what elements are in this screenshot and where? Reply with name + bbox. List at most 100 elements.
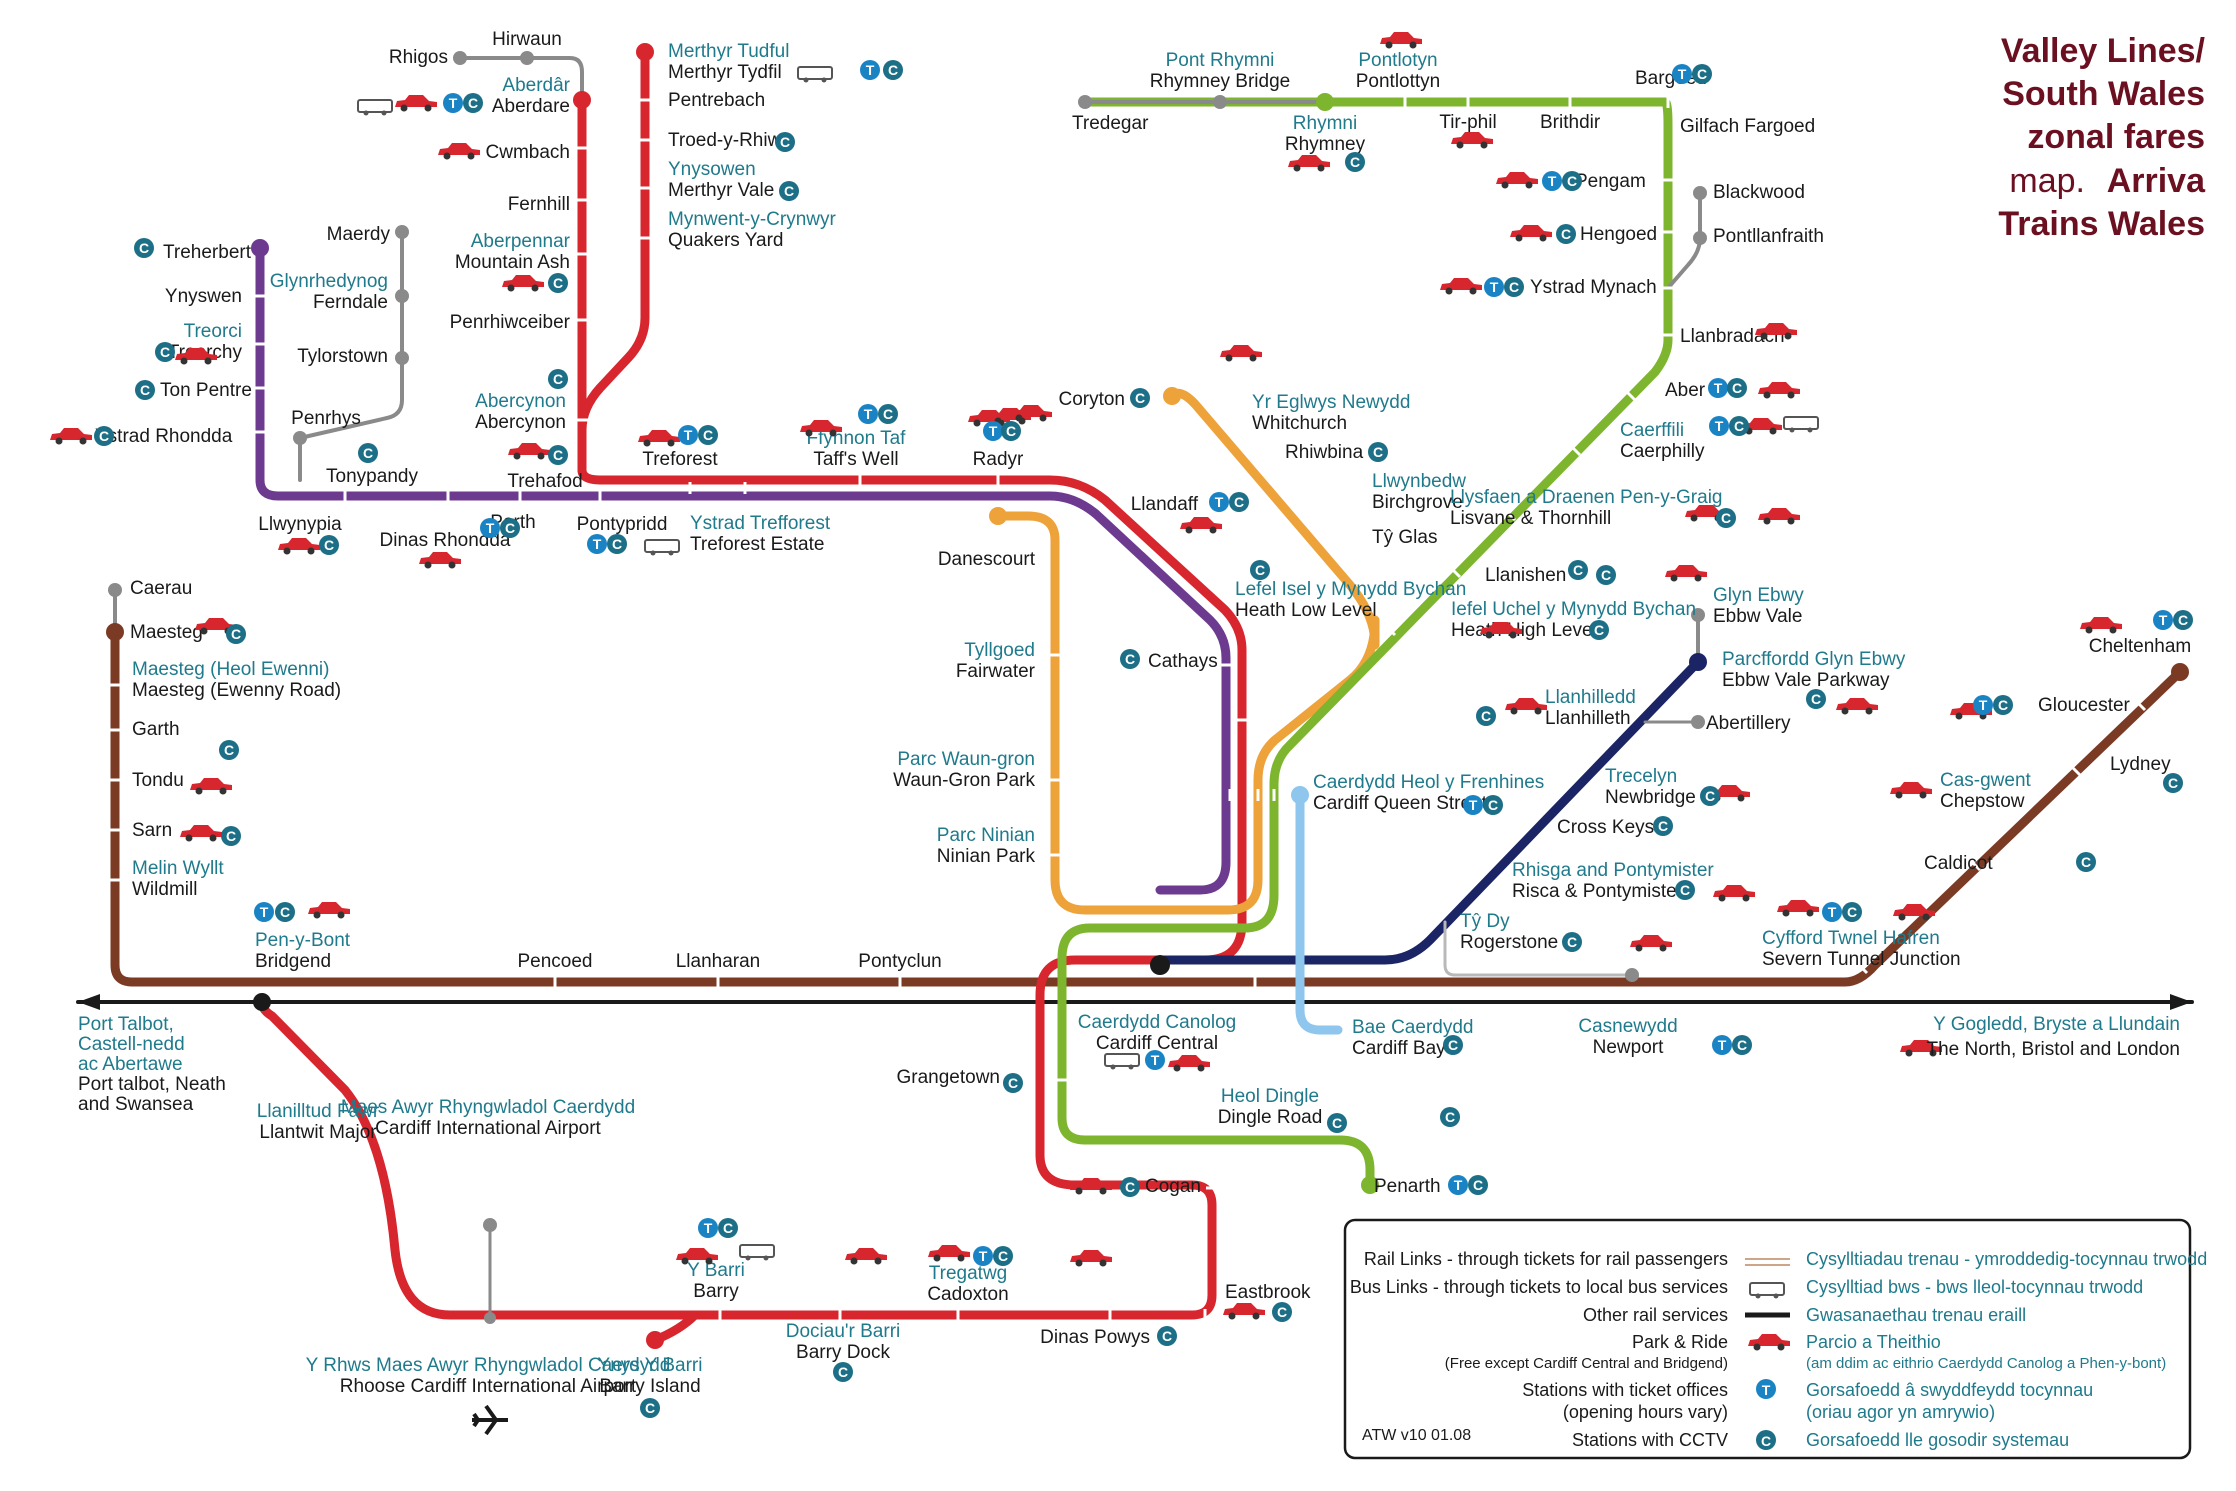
park-and-ride-car-icon bbox=[419, 552, 461, 569]
svg-text:T: T bbox=[864, 406, 873, 422]
park-and-ride-car-icon bbox=[1440, 278, 1482, 295]
dot-ferndale bbox=[395, 289, 409, 303]
station-welsh-name: Maes Awyr Rhyngwladol Caerdydd bbox=[341, 1097, 635, 1118]
park-and-ride-car-icon bbox=[800, 420, 842, 437]
station-name: Birchgrove bbox=[1372, 492, 1463, 513]
park-and-ride-car-icon bbox=[1758, 508, 1800, 525]
park-and-ride-car-icon bbox=[1451, 132, 1493, 149]
legend-other-rail-en: Other rail services bbox=[1583, 1305, 1728, 1325]
station-name: Tir-phil bbox=[1439, 112, 1496, 133]
cctv-icon: C bbox=[1842, 902, 1862, 922]
station-name: Ystrad Rhondda bbox=[95, 426, 233, 447]
station-name: Gloucester bbox=[2038, 695, 2131, 716]
svg-text:C: C bbox=[553, 275, 563, 291]
station-name: Caerau bbox=[130, 578, 192, 599]
ticket-office-icon: T bbox=[1973, 695, 1993, 715]
svg-text:C: C bbox=[1811, 691, 1821, 707]
station-name: Brithdir bbox=[1540, 112, 1601, 133]
cctv-icon: C bbox=[607, 534, 627, 554]
dot-pontllanfraith bbox=[1693, 231, 1707, 245]
svg-text:T: T bbox=[1490, 279, 1499, 295]
station-name: Caerphilly bbox=[1620, 441, 1705, 462]
station-welsh-name: Caerffili bbox=[1620, 420, 1684, 441]
station-welsh-name: Tyllgoed bbox=[964, 640, 1035, 661]
park-and-ride-car-icon bbox=[180, 825, 222, 842]
park-and-ride-car-icon bbox=[928, 1245, 970, 1262]
station-name: Pontllanfraith bbox=[1713, 226, 1824, 247]
svg-text:C: C bbox=[1006, 423, 1016, 439]
station-welsh-name: Abercynon bbox=[475, 391, 566, 412]
cctv-icon: C bbox=[2173, 610, 2193, 630]
station-name: Lisvane & Thornhill bbox=[1450, 508, 1611, 529]
dot-airport bbox=[483, 1218, 497, 1232]
station-name: Cardiff Queen Street bbox=[1313, 793, 1488, 814]
station-name: Mountain Ash bbox=[455, 252, 570, 273]
svg-text:C: C bbox=[723, 1220, 733, 1236]
park-and-ride-car-icon bbox=[1893, 904, 1935, 921]
dot-queen-street bbox=[1291, 786, 1309, 804]
station-welsh-name: Y Rhws Maes Awyr Rhyngwladol Caerdydd bbox=[306, 1355, 671, 1376]
cctv-icon: C bbox=[993, 1246, 1013, 1266]
west-welsh-2: Castell-nedd bbox=[78, 1034, 185, 1055]
station-welsh-name: Lefel Isel y Mynydd Bychan bbox=[1235, 579, 1466, 600]
station-name: Aber bbox=[1665, 380, 1706, 401]
park-and-ride-car-icon bbox=[1836, 698, 1878, 715]
svg-text:C: C bbox=[1162, 1328, 1172, 1344]
station-name: Wildmill bbox=[132, 879, 197, 900]
ticket-office-icon: T bbox=[1709, 416, 1729, 436]
svg-text:C: C bbox=[1658, 818, 1668, 834]
park-and-ride-car-icon bbox=[50, 428, 92, 445]
svg-text:C: C bbox=[1008, 1075, 1018, 1091]
cctv-icon: C bbox=[135, 380, 155, 400]
cctv-icon: C bbox=[500, 518, 520, 538]
park-and-ride-car-icon bbox=[1010, 405, 1052, 422]
svg-text:C: C bbox=[1737, 1037, 1747, 1053]
svg-text:C: C bbox=[784, 183, 794, 199]
dot-bridgend bbox=[253, 993, 271, 1011]
ticket-office-icon: T bbox=[1672, 64, 1692, 84]
station-welsh-name: Bae Caerdydd bbox=[1352, 1017, 1473, 1038]
park-and-ride-car-icon bbox=[1755, 323, 1797, 340]
svg-text:T: T bbox=[593, 536, 602, 552]
station-welsh-name: Llanilltud Fawr bbox=[257, 1101, 380, 1122]
east-english: The North, Bristol and London bbox=[1927, 1039, 2181, 1060]
station-tick bbox=[1603, 783, 1617, 797]
station-name: Rogerstone bbox=[1460, 932, 1558, 953]
svg-text:C: C bbox=[998, 1248, 1008, 1264]
station-name: Ystrad Mynach bbox=[1530, 277, 1657, 298]
station-welsh-name: Melin Wyllt bbox=[132, 858, 224, 879]
svg-text:T: T bbox=[1762, 1382, 1771, 1398]
park-and-ride-car-icon bbox=[638, 430, 680, 447]
cctv-icon: C bbox=[1001, 421, 1021, 441]
station-tick bbox=[363, 1103, 377, 1117]
ticket-office-icon: T bbox=[1145, 1050, 1165, 1070]
line-brown-maesteg-west bbox=[110, 625, 1165, 987]
station-name: Ebbw Vale bbox=[1713, 606, 1802, 627]
station-ticks bbox=[109, 96, 2147, 1321]
line-red-merthyr bbox=[577, 47, 650, 475]
station-welsh-name: Heol Dingle bbox=[1221, 1086, 1319, 1107]
station-name: Troed-y-Rhiw bbox=[668, 130, 782, 151]
park-and-ride-car-icon bbox=[1070, 1178, 1112, 1195]
west-welsh-1: Port Talbot, bbox=[78, 1014, 174, 1035]
station-name: Llantwit Major bbox=[259, 1122, 377, 1143]
park-and-ride-car-icon bbox=[1758, 382, 1800, 399]
title-line-4: map. bbox=[2009, 162, 2085, 200]
cctv-icon: C bbox=[1250, 560, 1270, 580]
station-welsh-name: Tŷ Dy bbox=[1460, 911, 1510, 932]
station-name: Cogan bbox=[1145, 1176, 1201, 1197]
station-welsh-name: Aberpennar bbox=[471, 231, 571, 252]
station-name: Rhymney Bridge bbox=[1150, 71, 1290, 92]
svg-text:C: C bbox=[1847, 904, 1857, 920]
station-name: Hirwaun bbox=[492, 29, 562, 50]
station-name: Rhiwbina bbox=[1285, 442, 1364, 463]
rail-link-rogerstone bbox=[1443, 920, 1634, 977]
dot-newport bbox=[1625, 968, 1639, 982]
station-tick bbox=[1643, 738, 1657, 752]
cctv-icon: C bbox=[1327, 1113, 1347, 1133]
station-tick bbox=[2068, 763, 2082, 777]
station-name: Cardiff Central bbox=[1096, 1033, 1218, 1054]
cctv-icon: C bbox=[1120, 649, 1140, 669]
station-name: Maesteg bbox=[130, 622, 203, 643]
station-welsh-name: Rhisga and Pontymister bbox=[1512, 860, 1714, 881]
